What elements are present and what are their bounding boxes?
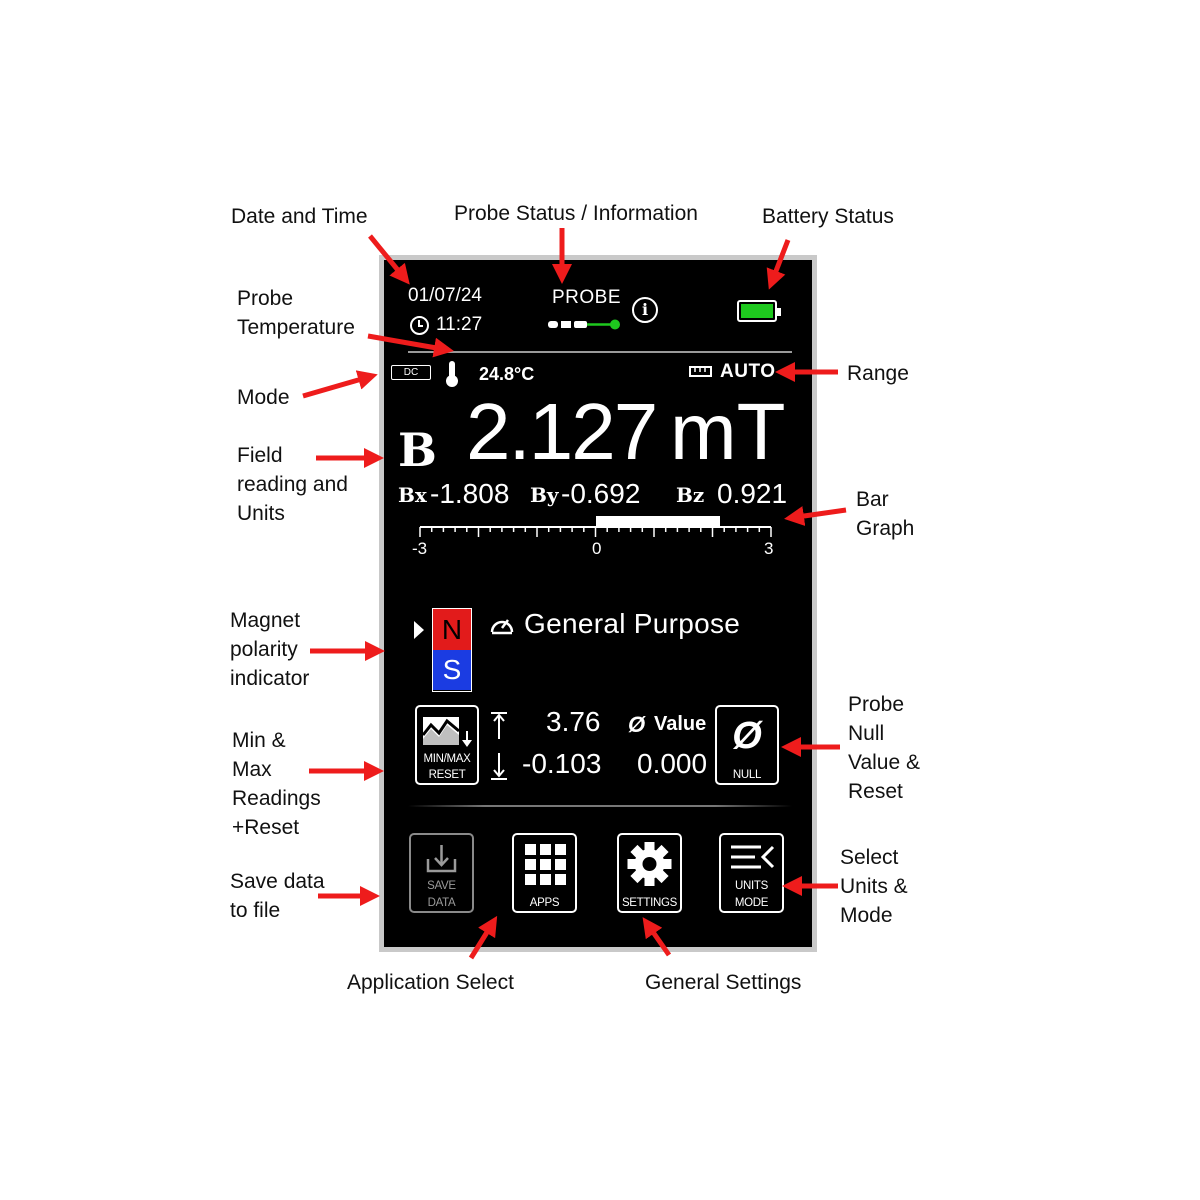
label-application-select: Application Select [347, 971, 514, 994]
north-pole: N [433, 609, 471, 650]
null-button-label: NULL [732, 769, 762, 781]
south-pole: S [433, 650, 471, 690]
apps-button[interactable]: APPS [512, 833, 577, 913]
units-menu-icon [731, 845, 775, 869]
min-value: -0.103 [522, 748, 602, 779]
thermometer-icon [446, 361, 458, 387]
reset-label: RESET [428, 769, 466, 781]
gear-icon [627, 842, 672, 886]
label-general-settings: General Settings [645, 971, 802, 994]
minmax-label: MIN/MAX [423, 753, 471, 765]
time-display: 11:27 [436, 314, 483, 335]
settings-label: SETTINGS [621, 897, 678, 909]
scale-label-min: -3 [412, 539, 428, 558]
probe-temperature: 24.8°C [479, 364, 535, 384]
info-icon[interactable]: i [632, 297, 658, 323]
download-icon [426, 845, 457, 873]
apps-grid-icon [525, 844, 567, 886]
magnet-polarity-indicator: N S [432, 608, 472, 692]
field-unit: mT [670, 387, 786, 476]
units-label: UNITS [734, 880, 768, 892]
null-button[interactable]: Ø NULL [715, 705, 779, 785]
range-indicator: AUTO [720, 361, 776, 382]
bar-graph-fill [595, 516, 720, 527]
application-name[interactable]: General Purpose [524, 608, 741, 639]
bx-value: -1.808 [430, 478, 510, 509]
label-range: Range [847, 362, 909, 385]
section-divider [408, 805, 792, 807]
save-label: SAVE [427, 880, 456, 892]
min-arrow-icon [491, 753, 507, 780]
bz-value: 0.921 [717, 478, 788, 509]
settings-button[interactable]: SETTINGS [617, 833, 682, 913]
battery-icon [737, 300, 781, 322]
minmax-chart-icon [421, 717, 472, 747]
probe-connected-icon [548, 319, 620, 330]
polarity-pointer-icon [414, 621, 424, 639]
by-label: By [530, 483, 559, 507]
apps-label: APPS [529, 897, 560, 909]
probe-status-label[interactable]: PROBE [552, 287, 622, 308]
field-value: 2.127 [466, 387, 658, 476]
scale-label-max: 3 [764, 539, 774, 558]
by-value: -0.692 [561, 478, 641, 509]
date-display: 01/07/24 [408, 285, 482, 306]
bar-graph-scale [419, 526, 772, 537]
minmax-reset-button[interactable]: MIN/MAX RESET [415, 705, 479, 785]
units-mode-button[interactable]: UNITS MODE [719, 833, 784, 913]
save-data-button[interactable]: SAVE DATA [409, 833, 474, 913]
max-arrow-icon [491, 712, 507, 739]
label-date-time: Date and Time [231, 205, 368, 228]
meter-screen: 01/07/24 11:27 PROBE i DC 24.8°C AUTO B … [384, 260, 812, 947]
scale-label-zero: 0 [592, 539, 602, 558]
bz-label: Bz [676, 483, 705, 507]
bx-label: Bx [398, 483, 427, 507]
null-value-label: Value [654, 713, 707, 735]
mode-indicator: DC [391, 365, 431, 380]
header-divider [408, 351, 792, 353]
field-symbol: B [398, 423, 437, 477]
max-value: 3.76 [546, 706, 601, 737]
data-label: DATA [427, 897, 456, 909]
label-probe-status: Probe Status / Information [454, 202, 698, 225]
null-value: 0.000 [637, 748, 708, 779]
gauge-icon [490, 619, 514, 635]
label-mode: Mode [237, 386, 290, 409]
clock-icon [410, 316, 429, 335]
null-icon: Ø [732, 715, 762, 757]
arrow-mode [302, 370, 378, 399]
label-battery-status: Battery Status [762, 205, 894, 228]
range-ruler-icon [689, 366, 712, 377]
null-symbol-icon: Ø [628, 712, 646, 737]
mode-label: MODE [734, 897, 769, 909]
